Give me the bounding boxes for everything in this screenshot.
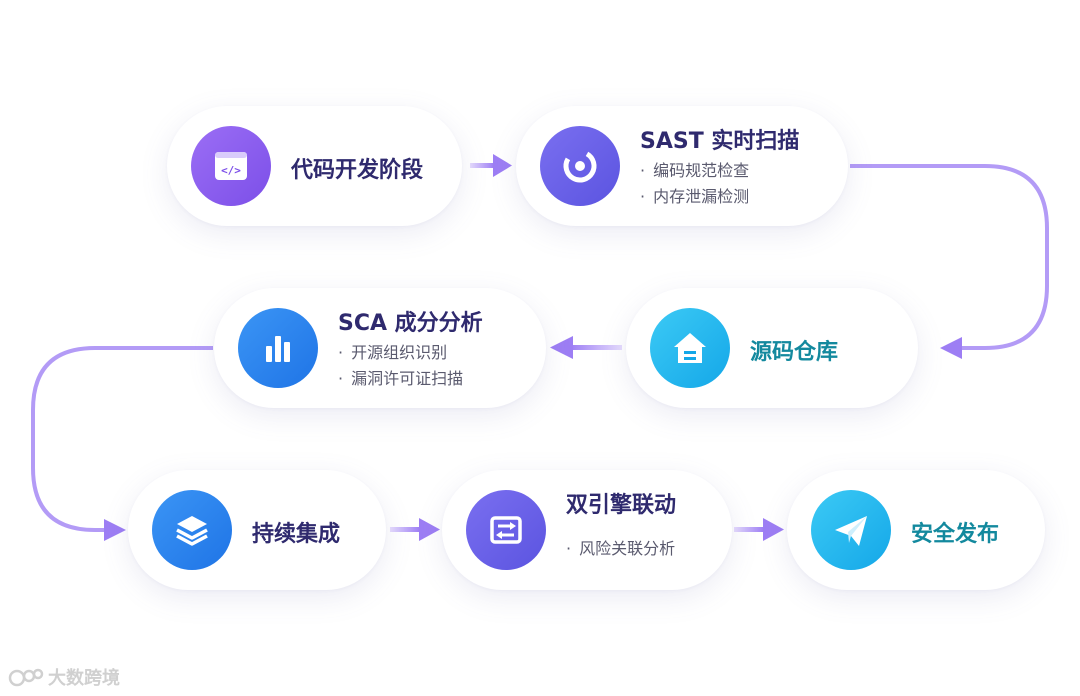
node-title: 双引擎联动	[566, 493, 677, 518]
node-sca: SCA 成分分析 开源组织识别 漏洞许可证扫描	[214, 288, 546, 408]
node-items: 风险关联分析	[566, 536, 675, 562]
node-item: 编码规范检查	[640, 158, 749, 184]
node-title: SCA 成分分析	[338, 311, 483, 336]
node-items: 开源组织识别 漏洞许可证扫描	[338, 340, 463, 392]
svg-text:</>: </>	[221, 164, 241, 177]
node-title: 源码仓库	[750, 340, 839, 365]
engine-sync-icon	[466, 490, 546, 570]
watermark-logo-icon	[8, 668, 44, 687]
house-icon	[650, 308, 730, 388]
node-title: 安全发布	[911, 522, 1000, 547]
node-ci: 持续集成	[128, 470, 386, 590]
curve-sast-to-repo	[850, 164, 1049, 359]
paper-plane-icon	[811, 490, 891, 570]
node-dual-engine: 双引擎联动 风险关联分析	[442, 470, 732, 590]
node-items: 编码规范检查 内存泄漏检测	[640, 158, 749, 210]
node-repo: 源码仓库	[626, 288, 918, 408]
arrow-dev-to-sast	[470, 154, 512, 177]
node-release: 安全发布	[787, 470, 1045, 590]
node-item: 开源组织识别	[338, 340, 463, 366]
node-item: 内存泄漏检测	[640, 184, 749, 210]
node-item: 漏洞许可证扫描	[338, 366, 463, 392]
arrow-engine-to-release	[734, 518, 784, 541]
scan-target-icon	[540, 126, 620, 206]
node-title: 代码开发阶段	[291, 158, 424, 183]
arrow-repo-to-sca	[550, 336, 622, 359]
node-title: SAST 实时扫描	[640, 129, 800, 154]
bar-chart-icon	[238, 308, 318, 388]
node-item: 风险关联分析	[566, 536, 675, 562]
arrow-ci-to-engine	[390, 518, 440, 541]
node-sast: SAST 实时扫描 编码规范检查 内存泄漏检测	[516, 106, 848, 226]
code-window-icon: </>	[191, 126, 271, 206]
node-code-dev: </> 代码开发阶段	[167, 106, 462, 226]
node-title: 持续集成	[252, 522, 341, 547]
watermark-text: 大数跨境	[48, 668, 120, 689]
curve-sca-to-ci	[31, 346, 213, 541]
watermark: 大数跨境	[8, 664, 120, 690]
layers-icon	[152, 490, 232, 570]
